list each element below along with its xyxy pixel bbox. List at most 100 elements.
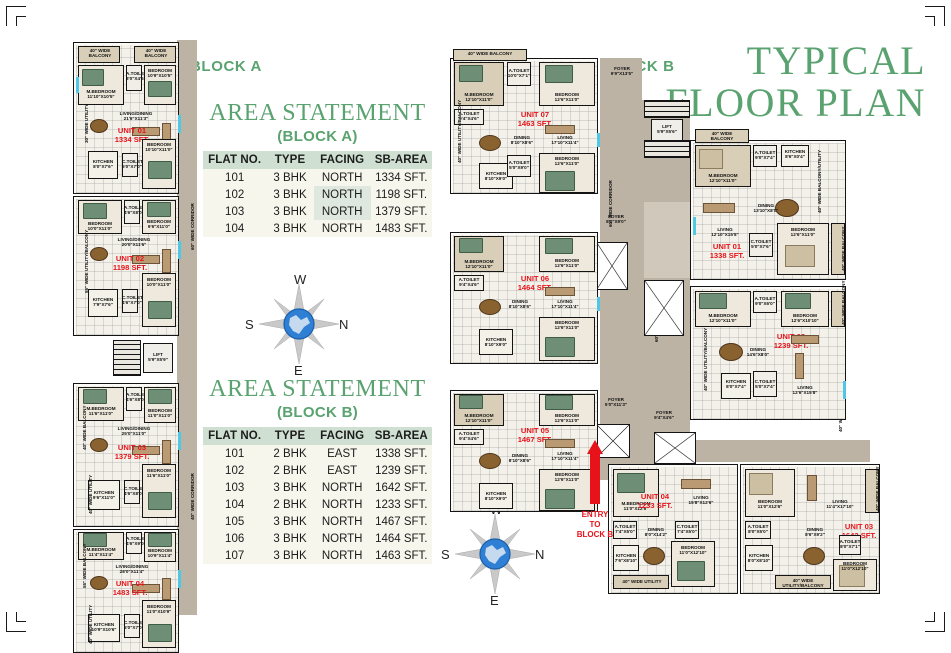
- attached-toilet-label: A.TOILET 9'0"X7'4": [754, 150, 776, 161]
- entry-note-line3: BLOCK B: [576, 530, 614, 539]
- lift-label: LIFT 5'9"X5'9": [148, 352, 168, 363]
- sofa-side: [162, 578, 171, 600]
- block-b-foyer-area: [600, 58, 642, 102]
- attached-toilet: [124, 200, 140, 224]
- compass-label-right: N: [339, 317, 349, 332]
- unit-03-block-a: M.BEDROOM 11'6"X11'0" A.TOILET 4'6"X8'0"…: [73, 383, 181, 527]
- balcony-label: 40" WIDE BALCONY: [841, 280, 846, 325]
- common-toilet: [122, 289, 138, 313]
- unit-03-area: 1379 SFT.: [114, 452, 150, 461]
- cell-sb-area: 1198 SFT.: [370, 186, 432, 203]
- unit-06-block-b: M.BEDROOM 12'10"X11'0" BEDROOM 12'6"X11'…: [450, 232, 600, 364]
- utility-label: 40" WIDE UTILITY/BALCONY: [703, 327, 708, 391]
- cell-flat-no: 106: [203, 530, 267, 547]
- window-marker: [843, 381, 846, 399]
- compass-rose-secondary: W E S N: [441, 502, 544, 608]
- window-marker: [693, 217, 696, 235]
- utility-label: 30" WIDE UTILITY: [84, 103, 89, 143]
- cell-sb-area: 1379 SFT.: [370, 203, 432, 220]
- cell-sb-area: 1233 SFT.: [370, 496, 432, 513]
- dining-table: [775, 199, 799, 217]
- unit-04-block-b: M.BEDROOM 11'0"X12'6" LIVING 15'8"X12'6"…: [608, 464, 738, 594]
- frame-mask-right: [925, 26, 951, 612]
- block-a-floor-plan: 60" WIDE CORRIDOR 40" WIDE CORRIDOR 40" …: [57, 40, 197, 653]
- bedroom-2-label: BEDROOM 12'6"X11'0": [790, 227, 816, 238]
- cell-facing: NORTH: [313, 530, 371, 547]
- dining-table: [803, 547, 825, 565]
- cell-type: 3 BHK: [266, 203, 314, 220]
- utility-label: 40" WIDE UTILITY: [88, 474, 93, 514]
- unit-05-number: UNIT 05: [520, 426, 550, 435]
- compass-label-bottom: E: [490, 593, 499, 608]
- bedroom-2-label: BEDROOM 11'0"X12'10": [679, 545, 707, 556]
- kitchen: [88, 151, 118, 179]
- compass-label-left: S: [441, 547, 450, 562]
- unit-07-number: UNIT 07: [520, 110, 550, 119]
- unit-04-area: 1233 SFT.: [637, 501, 673, 510]
- dining-table: [719, 343, 743, 361]
- table-row: 103 3 BHK NORTH 1642 SFT.: [203, 479, 432, 496]
- entry-note-line1: ENTRY: [581, 510, 609, 519]
- table-row: 107 3 BHK NORTH 1463 SFT.: [203, 547, 432, 564]
- attached-toilet-label: A.TOILET 9'4"X4'6": [458, 277, 480, 288]
- cell-flat-no: 105: [203, 513, 267, 530]
- balcony-2: [134, 46, 176, 63]
- sofa-side: [795, 353, 804, 379]
- cell-type: 3 BHK: [266, 169, 314, 186]
- unit-01-block-a: 40" WIDE BALCONY 40" WIDE BALCONY M.BEDR…: [73, 42, 181, 194]
- compass-icon: [454, 513, 536, 595]
- cell-facing: EAST: [313, 445, 371, 462]
- unit-03-number: UNIT 03: [844, 522, 874, 531]
- kitchen-label: KITCHEN 8'10"X9'0": [484, 337, 508, 348]
- frame-mask-left: [0, 26, 26, 612]
- bed-furniture: [148, 161, 172, 179]
- attached-toilet-1: [507, 62, 531, 86]
- bed-furniture: [545, 489, 575, 509]
- common-toilet-label: C.TOILET 4'6"X8'0": [124, 486, 145, 497]
- bed-furniture: [699, 149, 723, 169]
- bedroom-3-label: BEDROOM 11'6"X11'0": [146, 468, 172, 479]
- utility-label: 40" WIDE UTILITY: [88, 604, 93, 644]
- kitchen-label: KITCHEN 9'6"X11'0": [92, 490, 116, 501]
- cell-type: 3 BHK: [266, 547, 314, 564]
- living-label: LIVING 17'10"X11'4": [551, 135, 579, 146]
- bed-furniture: [545, 238, 573, 254]
- kitchen-label: KITCHEN 8'0"X7'6": [92, 159, 114, 170]
- lobby-space: [644, 202, 690, 278]
- cell-sb-area: 1642 SFT.: [370, 479, 432, 496]
- bedroom-2-label: BEDROOM 11'0"X12'10": [841, 561, 869, 572]
- kitchen-label: KITCHEN 8'10"X9'0": [484, 491, 508, 502]
- common-toilet-label: C.TOILET 5'0"X7'0": [122, 159, 143, 170]
- staircase-top: [644, 100, 690, 118]
- utility: [613, 575, 669, 589]
- balcony-2-label: 40" WIDE BALCONY: [144, 48, 168, 59]
- bed-furniture: [148, 81, 172, 97]
- bed-furniture: [147, 202, 171, 217]
- compass-label-top: W: [294, 272, 307, 287]
- bed-furniture: [148, 533, 172, 547]
- cell-flat-no: 107: [203, 547, 267, 564]
- sofa: [132, 255, 160, 264]
- bed-furniture: [617, 473, 645, 493]
- dining-table: [479, 135, 501, 151]
- bed-furniture: [785, 293, 811, 309]
- bed-furniture: [677, 561, 705, 581]
- table-row: 101 2 BHK EAST 1338 SFT.: [203, 445, 432, 462]
- sofa: [703, 203, 735, 213]
- unit-05-block-b: M.BEDROOM 12'10"X11'0" BEDROOM 12'6"X11'…: [450, 390, 600, 512]
- entry-arrow-shaft: [590, 452, 600, 504]
- balcony: [831, 291, 845, 327]
- balcony-utility-label: 55" WIDE UTILITY/BALCONY: [84, 229, 89, 293]
- kitchen-label: KITCHEN 7'6"X8'10": [614, 553, 638, 564]
- kitchen-label: KITCHEN 8'10"X9'0": [484, 171, 508, 182]
- attached-toilet-label: A.TOILET 4'6"X8'0": [124, 205, 145, 216]
- table-row: 102 2 BHK EAST 1239 SFT.: [203, 462, 432, 479]
- duct-box: [654, 432, 696, 464]
- utility-label: 40" WIDE BALCONY/UTILITY: [817, 149, 822, 213]
- utility-label: 40" WIDE UTILITY/BALCONY: [782, 578, 824, 589]
- bed-furniture: [459, 395, 483, 409]
- attached-toilet-label: A.TOILET 9'0"X6'0": [754, 296, 776, 307]
- duct-box: [596, 242, 628, 290]
- living-label: LIVING 12'6"X15'8": [792, 385, 818, 396]
- unit-01-number: UNIT 01: [117, 126, 147, 135]
